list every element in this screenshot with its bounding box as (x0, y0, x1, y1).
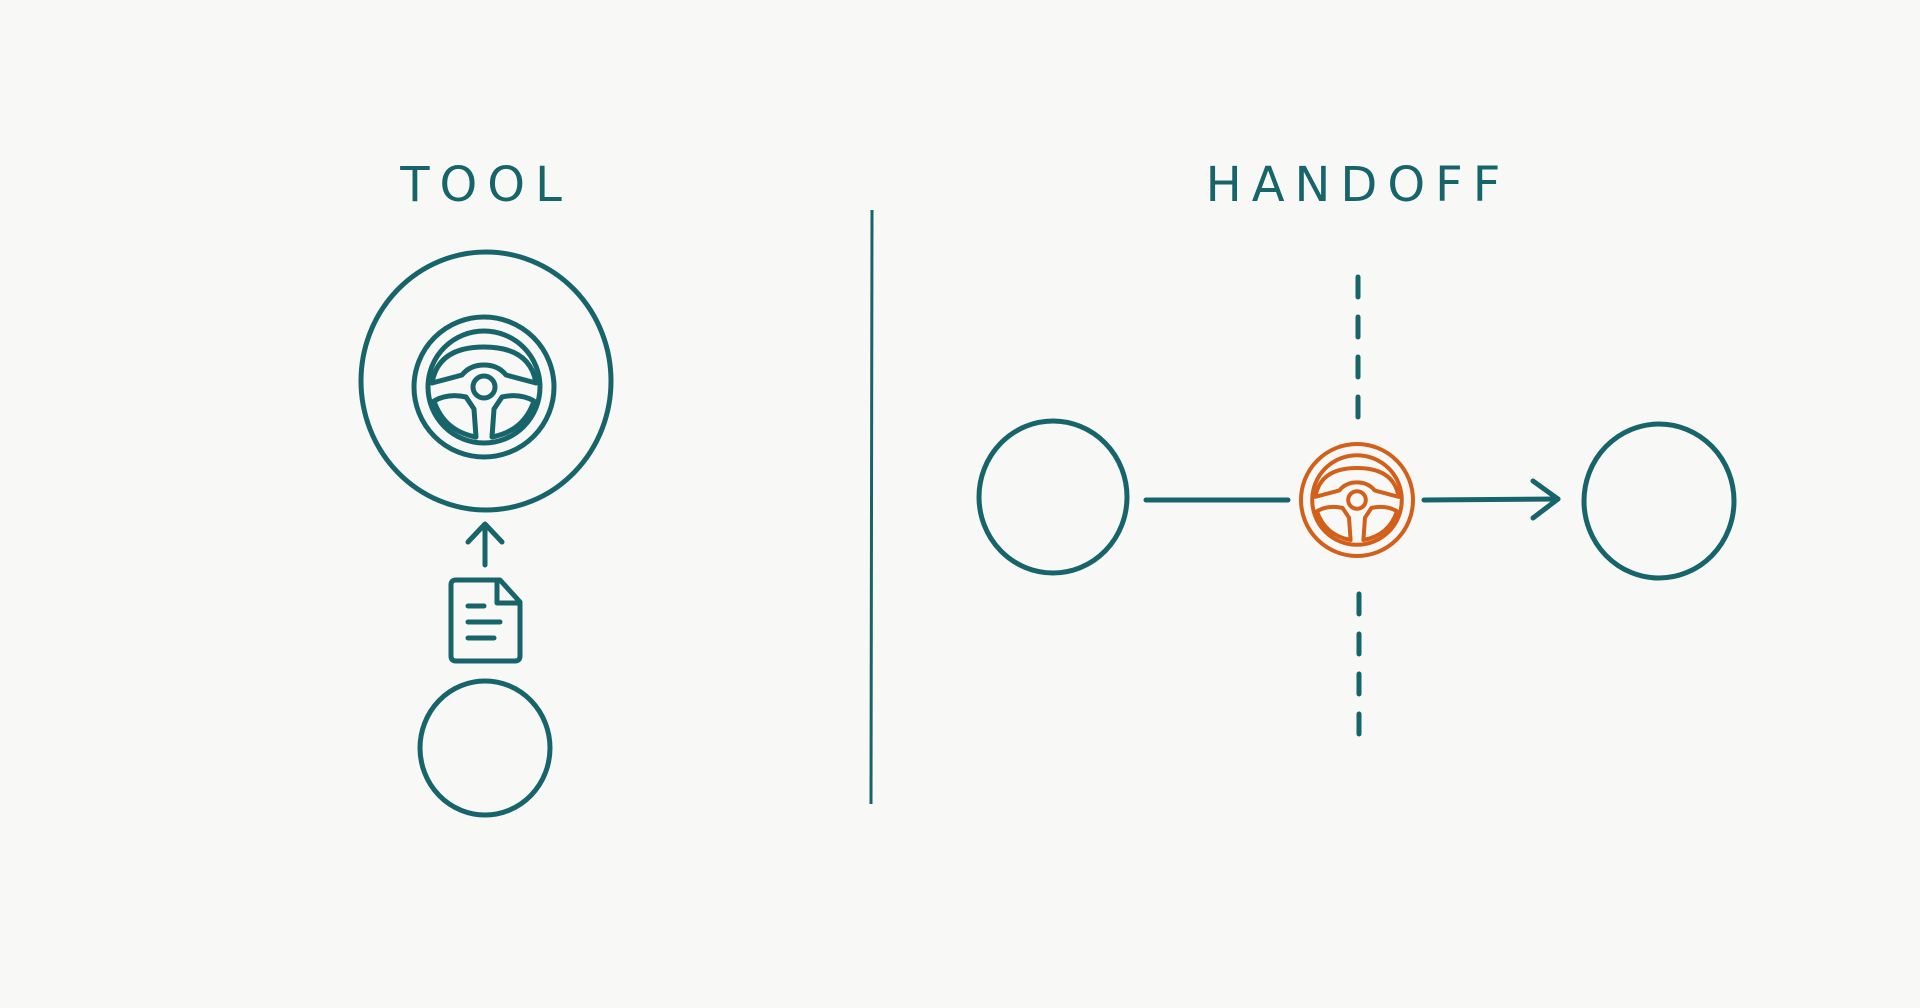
tool-panel: TOOL (358, 157, 614, 818)
panel-divider (869, 209, 874, 805)
document-icon (448, 577, 523, 664)
handoff-arrow (1421, 478, 1561, 521)
source-agent-circle (976, 418, 1130, 576)
target-agent-circle (1581, 421, 1737, 581)
input-node-circle (417, 678, 553, 818)
up-arrow (465, 521, 505, 568)
handoff-title: HANDOFF (1206, 157, 1511, 213)
handoff-panel: HANDOFF (976, 157, 1737, 748)
steering-wheel-icon (414, 317, 554, 457)
tool-title: TOOL (399, 157, 572, 213)
agent-outer-circle (358, 249, 614, 513)
handoff-steering-wheel-icon (1301, 444, 1413, 556)
vertical-dashed-line (1355, 274, 1362, 748)
